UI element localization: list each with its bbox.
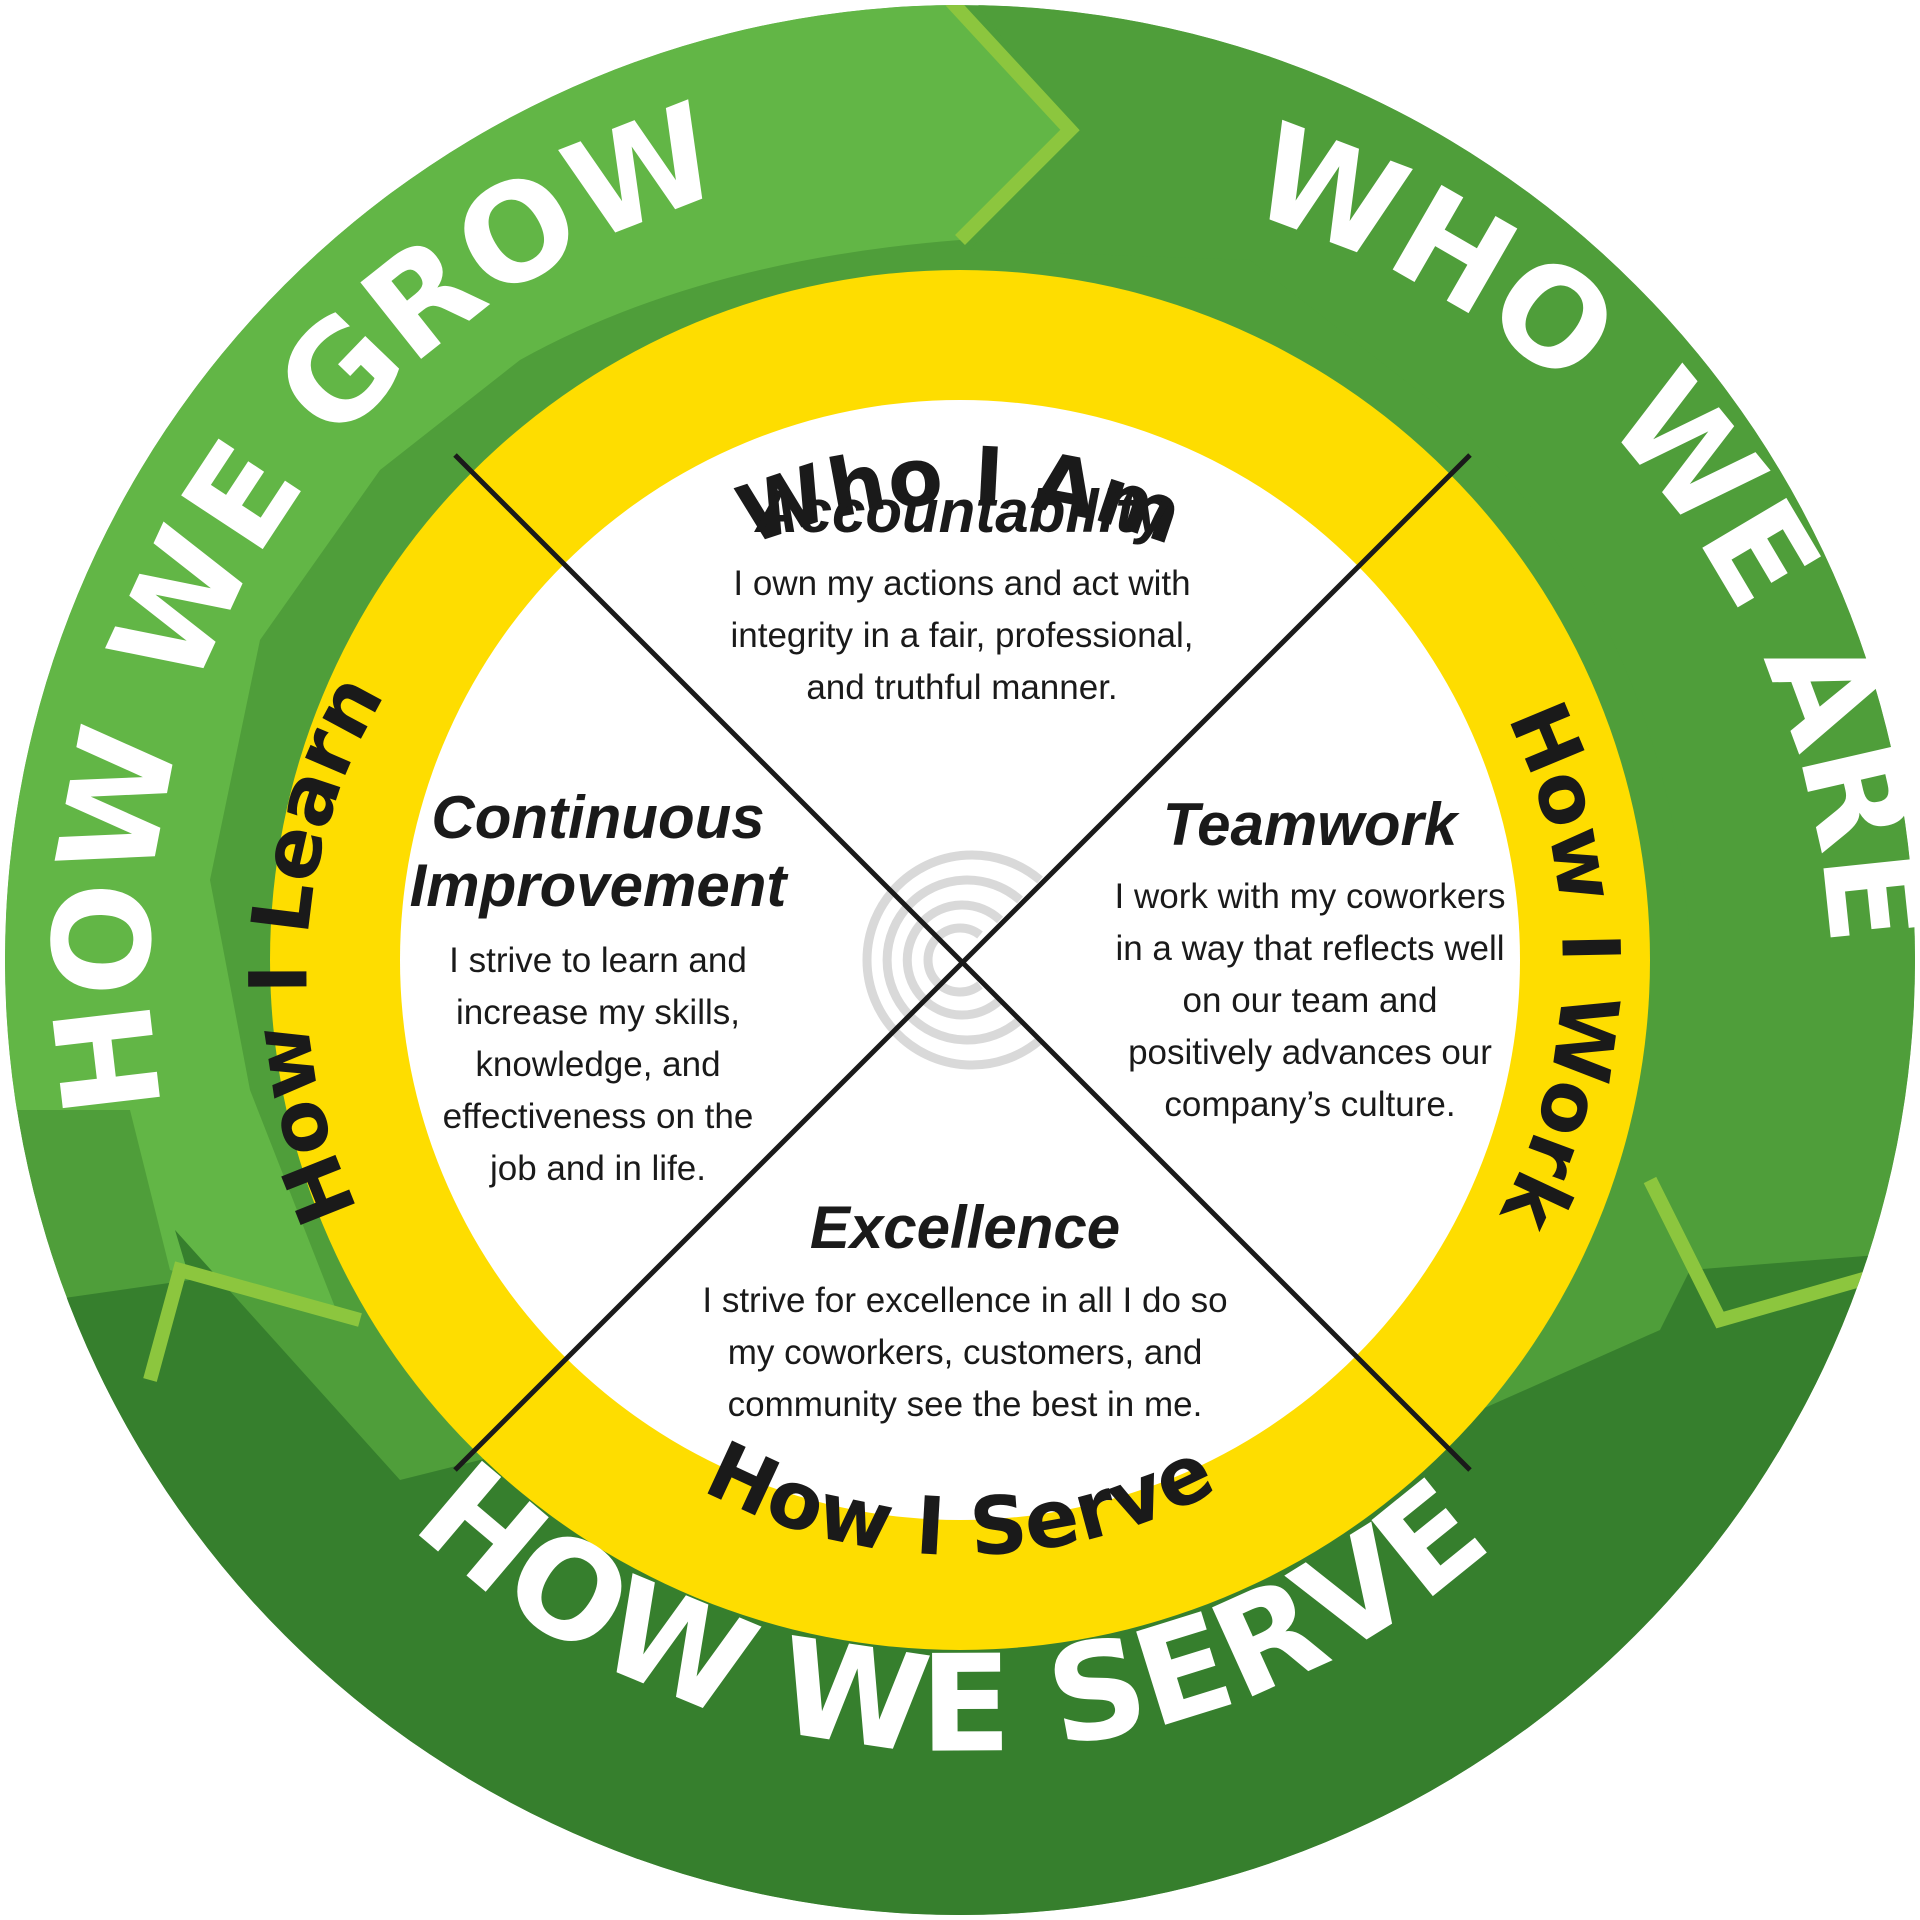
value-text-line: integrity in a fair, professional, xyxy=(730,616,1193,655)
value-teamwork: Teamwork I work with my coworkers in a w… xyxy=(1115,791,1506,1124)
value-text-line: knowledge, and xyxy=(475,1045,720,1084)
value-text-line: I work with my coworkers xyxy=(1115,877,1506,916)
value-title: Accountability xyxy=(753,478,1171,545)
value-text-line: community see the best in me. xyxy=(728,1385,1203,1424)
value-text-line: and truthful manner. xyxy=(806,668,1117,707)
value-text-line: effectiveness on the xyxy=(443,1097,754,1136)
value-continuous-improvement: Continuous Improvement I strive to learn… xyxy=(410,784,790,1188)
value-title: Improvement xyxy=(410,852,790,919)
value-title: Continuous xyxy=(431,784,764,851)
value-text-line: my coworkers, customers, and xyxy=(728,1333,1203,1372)
value-text-line: on our team and xyxy=(1183,981,1438,1020)
company-logo-watermark-icon xyxy=(862,850,1043,1070)
value-text-line: increase my skills, xyxy=(456,993,740,1032)
value-title: Teamwork xyxy=(1163,791,1460,858)
value-text-line: I strive for excellence in all I do so xyxy=(702,1281,1227,1320)
value-title: Excellence xyxy=(810,1194,1120,1261)
value-text-line: I strive to learn and xyxy=(449,941,747,980)
value-text-line: positively advances our xyxy=(1128,1033,1492,1072)
value-text-line: job and in life. xyxy=(489,1149,706,1188)
serve-arrow-accent xyxy=(143,1261,362,1382)
value-excellence: Excellence I strive for excellence in al… xyxy=(702,1194,1227,1424)
value-text-line: company’s culture. xyxy=(1164,1085,1455,1124)
value-accountability: Accountability I own my actions and act … xyxy=(730,478,1193,707)
divider-line-2 xyxy=(453,453,1472,1472)
value-text-line: I own my actions and act with xyxy=(733,564,1190,603)
value-text-line: in a way that reflects well xyxy=(1115,929,1504,968)
grow-arrow-accent xyxy=(944,5,1080,245)
